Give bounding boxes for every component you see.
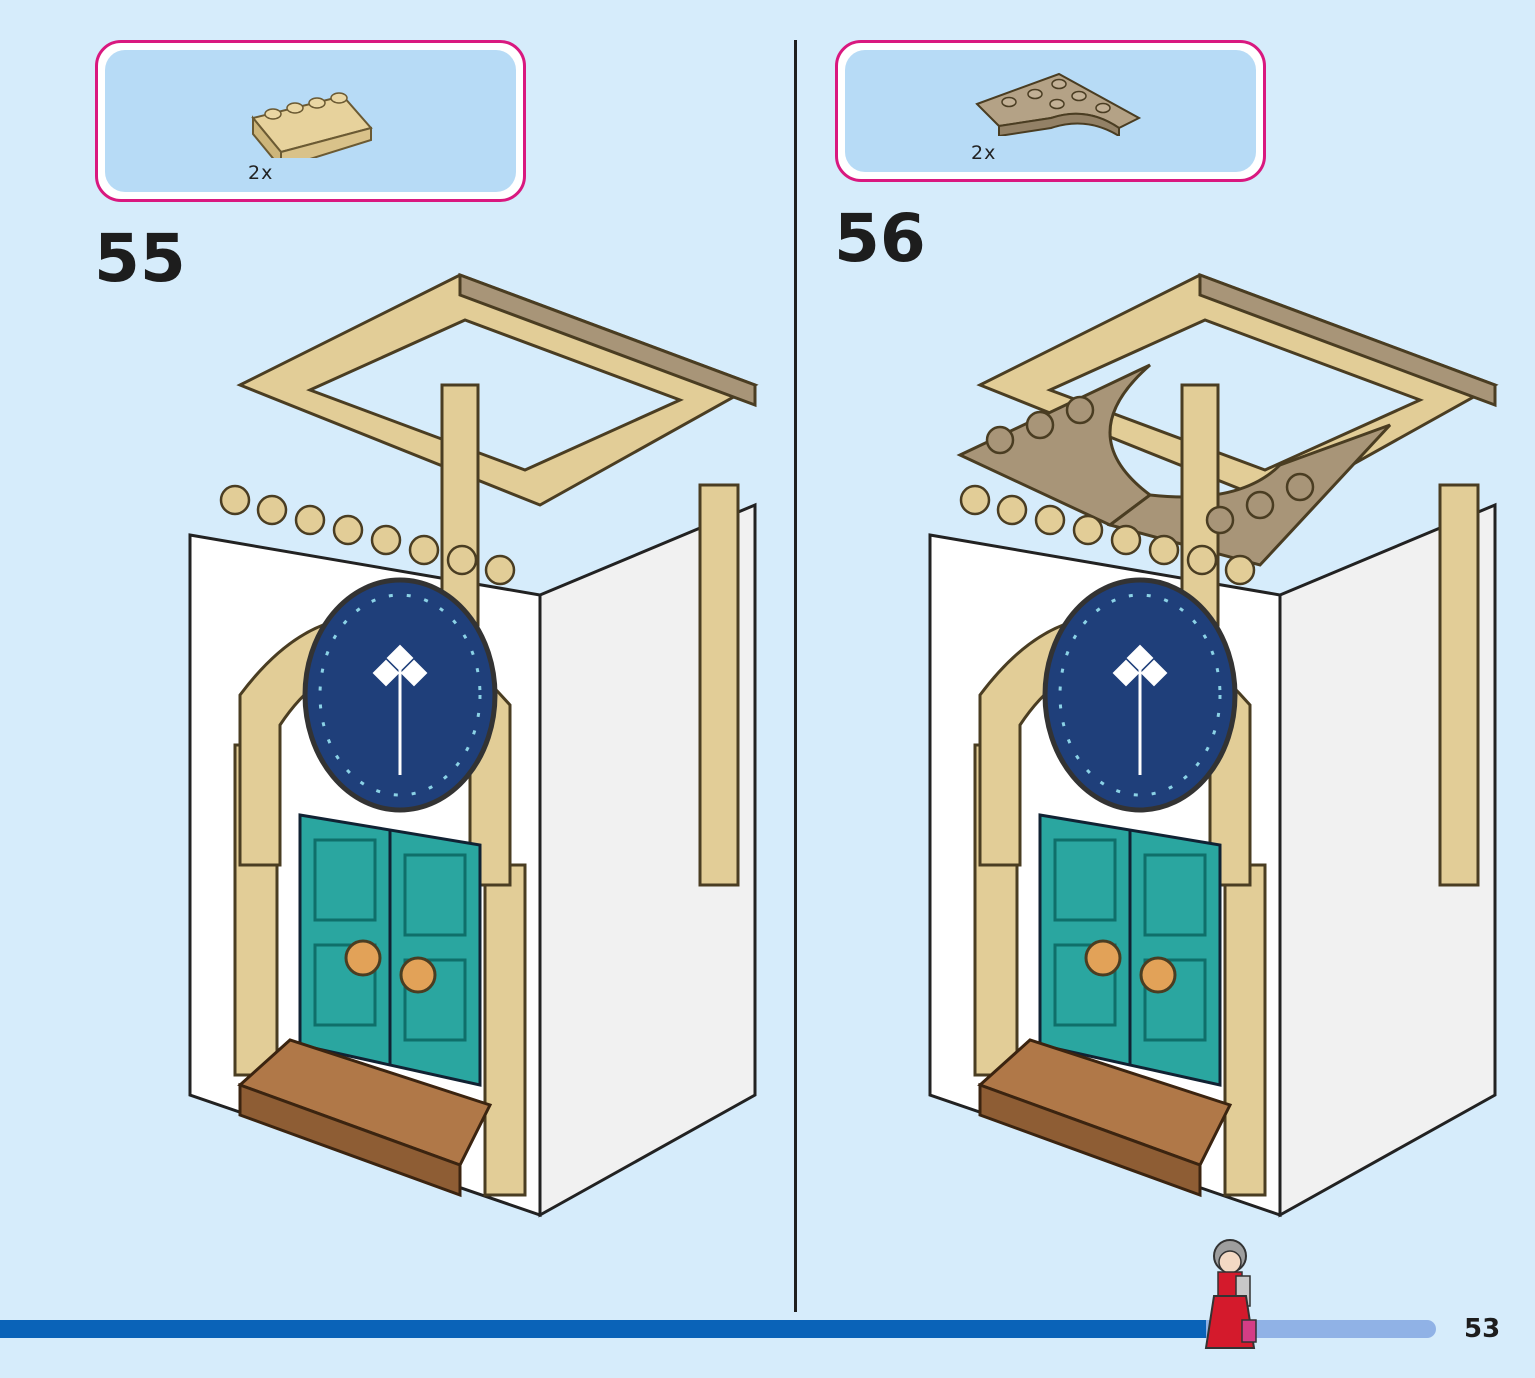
step-56-parts-callout: 2x bbox=[835, 40, 1266, 182]
dark-tan-curved-wedge-plate-icon bbox=[975, 72, 1142, 136]
step-55-model bbox=[188, 272, 759, 1218]
step-56-number: 56 bbox=[834, 200, 926, 277]
step-55-parts-callout: 2x bbox=[95, 40, 526, 202]
step-56-quantity: 2x bbox=[971, 142, 997, 164]
step-56-model bbox=[928, 272, 1499, 1218]
page-divider bbox=[794, 40, 797, 1312]
progress-bar-fill bbox=[0, 1320, 1207, 1338]
step-56-parts-panel: 2x bbox=[845, 50, 1256, 172]
step-55-parts-panel: 2x bbox=[105, 50, 516, 192]
progress-bar bbox=[0, 1320, 1436, 1338]
page-number: 53 bbox=[1464, 1314, 1501, 1344]
tan-slope-brick-icon bbox=[251, 92, 373, 158]
step-55-quantity: 2x bbox=[248, 162, 274, 184]
step-55-number: 55 bbox=[94, 220, 186, 297]
minifigure-icon bbox=[1204, 1239, 1257, 1349]
